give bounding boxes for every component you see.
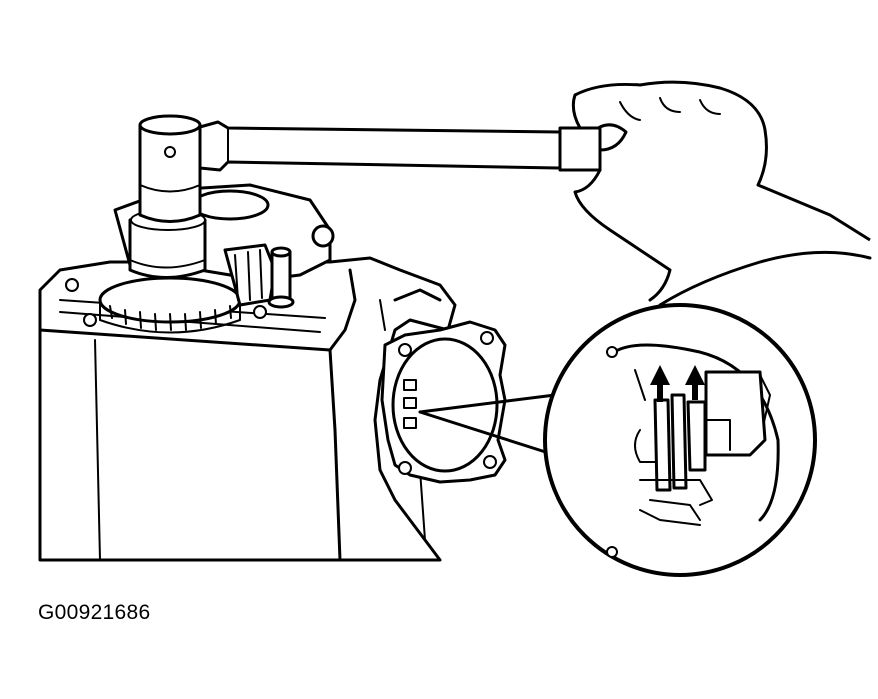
ratchet-wrench (198, 120, 602, 172)
technician-hand (571, 80, 872, 307)
up-arrow-icon (685, 365, 705, 400)
bearing-retainer-flange (380, 320, 507, 484)
output-gear-assembly (65, 114, 335, 334)
transmission-housing (38, 256, 457, 562)
figure-id-label: G00921686 (38, 601, 151, 624)
up-arrow-icon (650, 365, 670, 402)
callout-leader (418, 393, 557, 457)
detail-magnifier (543, 303, 817, 577)
